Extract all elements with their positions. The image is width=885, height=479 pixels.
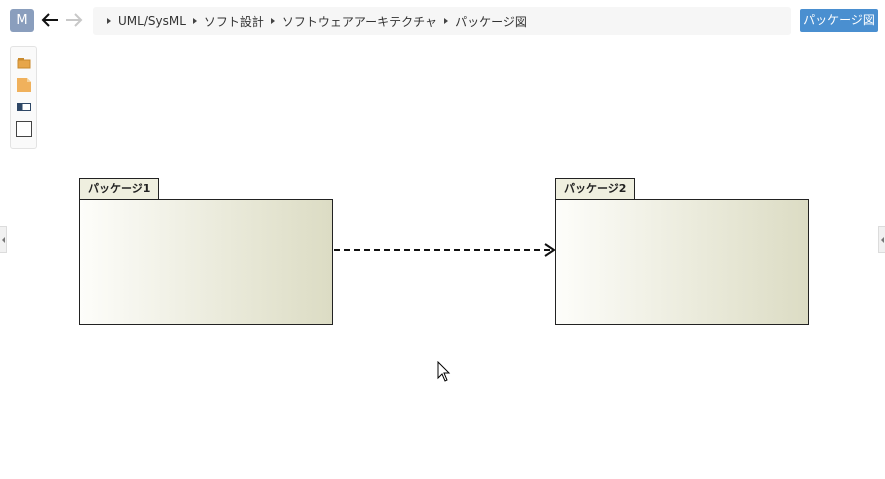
breadcrumb-label: UML/SysML — [118, 14, 186, 28]
element-palette — [10, 46, 37, 149]
package-node[interactable]: パッケージ2 — [555, 178, 809, 325]
right-panel-toggle[interactable] — [878, 226, 885, 253]
palette-item-rectangle[interactable] — [16, 121, 32, 137]
package-name-tab: パッケージ1 — [79, 178, 160, 199]
package-body[interactable] — [79, 199, 333, 325]
open-arrowhead-icon — [544, 243, 556, 257]
breadcrumb: UML/SysML ソフト設計 ソフトウェアアーキテクチャ パッケージ図 — [93, 7, 791, 35]
app-badge[interactable]: M — [10, 9, 34, 32]
breadcrumb-item[interactable]: パッケージ図 — [444, 13, 527, 30]
breadcrumb-item[interactable]: UML/SysML — [107, 14, 186, 28]
package-body[interactable] — [555, 199, 809, 325]
diagram-type-button[interactable]: パッケージ図 — [800, 9, 878, 32]
package-icon — [17, 58, 31, 69]
palette-item-package[interactable] — [16, 55, 32, 71]
package-node[interactable]: パッケージ1 — [79, 178, 333, 325]
palette-item-component[interactable] — [16, 99, 32, 115]
caret-left-icon — [880, 236, 884, 243]
forward-button[interactable] — [63, 9, 85, 31]
caret-right-icon — [444, 18, 449, 24]
package-name-tab: パッケージ2 — [555, 178, 636, 199]
left-panel-toggle[interactable] — [0, 226, 7, 253]
back-button[interactable] — [39, 9, 61, 31]
top-toolbar: M UML/SysML ソフト設計 ソフトウェアアーキテクチャ パッケージ図 パ… — [0, 0, 885, 42]
caret-right-icon — [107, 18, 111, 24]
arrow-left-icon — [41, 13, 58, 27]
component-icon — [17, 103, 31, 111]
palette-item-note[interactable] — [16, 77, 32, 93]
breadcrumb-label: パッケージ図 — [455, 14, 527, 29]
breadcrumb-label: ソフト設計 — [203, 14, 264, 29]
mouse-cursor-icon — [437, 361, 451, 382]
caret-right-icon — [192, 18, 197, 24]
breadcrumb-item[interactable]: ソフト設計 — [192, 13, 264, 30]
arrow-right-icon — [66, 13, 83, 27]
caret-right-icon — [270, 18, 275, 24]
breadcrumb-label: ソフトウェアアーキテクチャ — [281, 14, 438, 29]
note-icon — [17, 78, 31, 92]
rectangle-icon — [16, 121, 32, 137]
breadcrumb-item[interactable]: ソフトウェアアーキテクチャ — [270, 13, 438, 30]
caret-left-icon — [1, 236, 5, 243]
